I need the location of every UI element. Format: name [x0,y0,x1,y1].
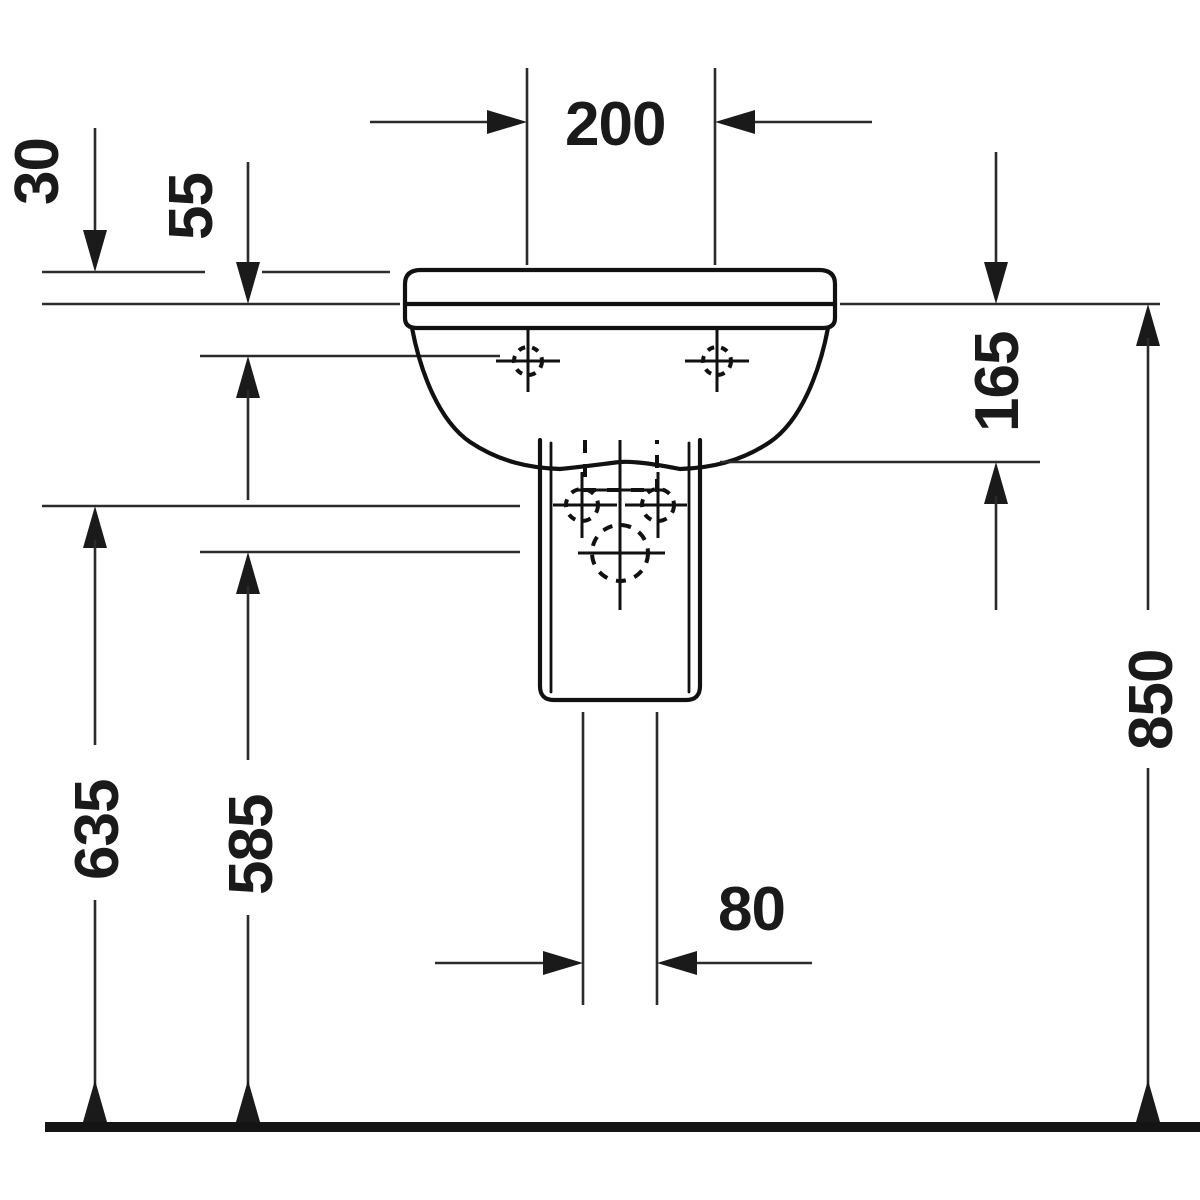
arrowhead-850-up [1136,304,1160,346]
floor-line [45,1122,1200,1132]
supply-connection-left [553,472,617,538]
dimension-55-group: 55 [157,162,260,304]
dimension-label-635: 635 [63,780,132,880]
basin-bowl-right-profile [677,325,831,472]
pedestal-outer-profile [537,437,703,703]
arrowhead-635-down [83,1080,107,1122]
dimension-585-group: 585 [217,356,286,1122]
dimension-200-group: 200 [370,68,872,265]
mounting-hole-right [685,330,749,392]
dimension-label-55: 55 [157,173,226,240]
arrowhead-165-down [984,262,1008,304]
supply-circle-left [564,487,600,523]
waste-pipe-hidden-outline [583,440,659,492]
dimension-label-80: 80 [718,875,785,944]
dimension-850-group: 850 [1117,304,1186,1122]
dimension-label-200: 200 [565,90,665,159]
arrowhead-585-up [236,552,260,594]
arrowhead-635-up [83,506,107,548]
dimension-30-group: 30 [3,128,107,272]
arrowhead-30 [83,230,107,272]
dimension-80-group: 80 [435,712,812,1005]
drain-outlet [578,523,665,583]
washbasin-object [402,267,838,472]
dimension-label-30: 30 [3,138,72,205]
arrowhead-850-down [1136,1080,1160,1122]
basin-bowl-left-profile [409,325,563,472]
basin-rim-lower-profile [402,301,838,331]
supply-connection-right [625,472,687,538]
arrowhead-165-up [984,462,1008,504]
extension-lines-left [42,270,1160,554]
hole-circle-right [701,345,733,377]
drain-circle [590,523,650,583]
pedestal-object [537,437,703,703]
arrowhead-55 [236,262,260,304]
arrowhead-80-left [543,951,583,975]
hole-circle-left [512,345,544,377]
basin-rim-top-profile [402,267,838,307]
mounting-hole-left [496,330,560,392]
arrowhead-585-down [236,1080,260,1122]
dimension-165-group: 165 [720,152,1040,610]
dimension-label-850: 850 [1117,650,1186,750]
arrowhead-200-right [715,110,755,134]
arrowhead-200-left [487,110,527,134]
arrowhead-80-right [657,951,697,975]
dimension-label-585: 585 [217,795,286,895]
supply-circle-right [640,487,676,523]
dimension-label-165: 165 [963,332,1032,432]
dimension-635-group: 635 [63,506,132,1122]
arrowhead-585-upper-top [236,356,260,398]
